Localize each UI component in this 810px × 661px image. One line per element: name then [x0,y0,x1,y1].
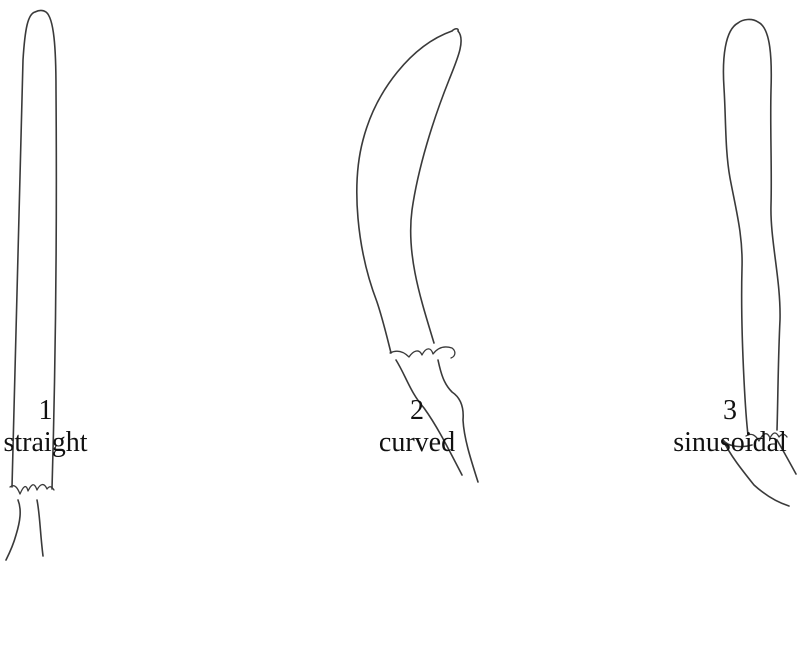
item-1-caption: 1 straight [0,395,91,459]
item-2-caption: 2 curved [342,395,492,459]
item-1-label: straight [0,427,91,459]
item-3-caption: 3 sinusoidal [650,395,810,459]
straight-shape-icon [6,11,56,561]
item-1-number: 1 [0,395,91,427]
item-3-number: 3 [650,395,810,427]
item-3-label: sinusoidal [650,427,810,459]
item-2-number: 2 [342,395,492,427]
item-2-label: curved [342,427,492,459]
